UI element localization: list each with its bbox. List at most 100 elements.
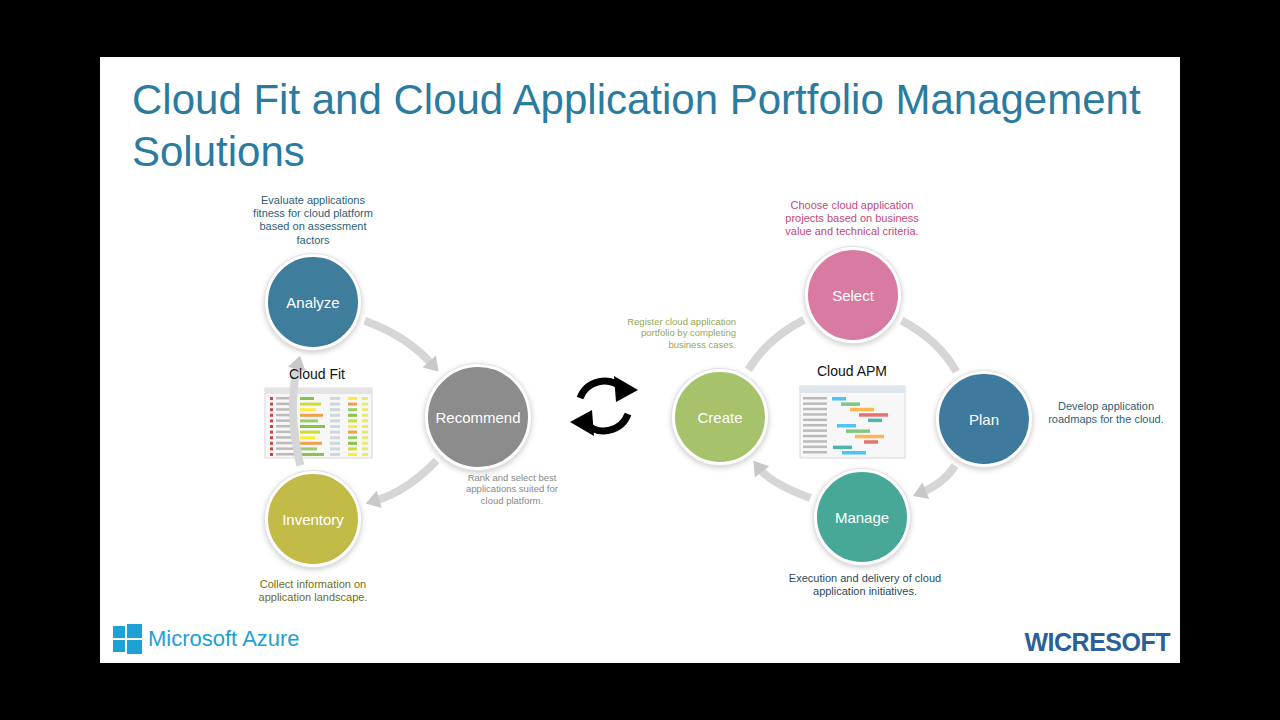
task-name bbox=[803, 429, 827, 432]
node-label: Create bbox=[697, 409, 742, 426]
node-label: Manage bbox=[835, 509, 889, 526]
row-cell bbox=[348, 453, 357, 456]
row-cell bbox=[362, 442, 368, 445]
logo-text: Microsoft Azure bbox=[148, 626, 348, 652]
logo-square bbox=[113, 626, 125, 638]
row-cell bbox=[348, 425, 357, 428]
process-circle: Create bbox=[672, 369, 768, 465]
row-bar bbox=[300, 397, 314, 400]
gantt-bar bbox=[837, 424, 856, 428]
logo-square bbox=[127, 624, 142, 638]
row-cell bbox=[362, 419, 368, 422]
row-bar bbox=[300, 436, 315, 439]
gantt-bar bbox=[855, 435, 884, 439]
row-icon bbox=[270, 442, 273, 445]
connector-line bbox=[365, 321, 432, 365]
task-name bbox=[803, 435, 827, 438]
row-cell bbox=[362, 403, 368, 406]
row-icon bbox=[270, 419, 273, 422]
description-text: Collect information on application lands… bbox=[243, 578, 383, 604]
row-cell bbox=[348, 442, 357, 445]
row-cell bbox=[362, 436, 368, 439]
connector-line bbox=[748, 320, 804, 370]
gantt-bar bbox=[842, 451, 866, 455]
task-name bbox=[803, 413, 827, 416]
row-cell bbox=[330, 397, 340, 400]
row-bar bbox=[300, 453, 324, 456]
row-cell bbox=[362, 431, 368, 434]
node-label: Analyze bbox=[286, 294, 339, 311]
row-icon bbox=[270, 425, 273, 428]
row-cell bbox=[330, 419, 340, 422]
sync-icon bbox=[570, 376, 638, 436]
gantt-bar bbox=[833, 446, 852, 450]
row-cell bbox=[330, 408, 340, 411]
gantt-bar bbox=[841, 402, 860, 406]
process-circle: Analyze bbox=[265, 254, 361, 350]
connector-line bbox=[902, 321, 957, 372]
row-text bbox=[276, 453, 296, 456]
description-text: Rank and select best applications suited… bbox=[458, 472, 566, 506]
logo-square bbox=[113, 640, 125, 652]
table-thumbnail bbox=[265, 388, 372, 458]
task-name bbox=[803, 424, 827, 427]
description-text: Evaluate applications fitness for cloud … bbox=[246, 194, 380, 247]
gantt-bar bbox=[832, 397, 846, 401]
group-heading: Cloud APM bbox=[792, 363, 912, 380]
task-name bbox=[803, 419, 827, 422]
windows-logo bbox=[113, 624, 142, 654]
row-bar bbox=[300, 442, 322, 445]
node-label: Select bbox=[832, 287, 874, 304]
connector-line bbox=[922, 466, 955, 493]
gantt-bar bbox=[850, 408, 874, 412]
sync-head bbox=[614, 376, 638, 402]
task-name bbox=[803, 397, 827, 400]
process-circle: Manage bbox=[814, 469, 910, 565]
row-icon bbox=[270, 403, 273, 406]
connector-line bbox=[375, 460, 436, 500]
row-cell bbox=[348, 436, 357, 439]
row-icon bbox=[270, 397, 273, 400]
row-icon bbox=[270, 431, 273, 434]
row-cell bbox=[348, 447, 357, 450]
row-cell bbox=[330, 431, 340, 434]
row-bar bbox=[300, 431, 320, 434]
row-bar bbox=[300, 425, 325, 428]
row-cell bbox=[330, 442, 340, 445]
thumbnail-header bbox=[265, 388, 372, 394]
arrow-head bbox=[366, 491, 382, 508]
row-icon bbox=[270, 408, 273, 411]
logo-text: WICRESOFT bbox=[1012, 627, 1170, 657]
gantt-thumbnail bbox=[800, 386, 905, 458]
cycle-arrow bbox=[366, 460, 437, 508]
node-label: Plan bbox=[969, 411, 999, 428]
row-cell bbox=[330, 436, 340, 439]
arrow-head bbox=[913, 482, 929, 499]
row-cell bbox=[330, 453, 340, 456]
cycle-arrow bbox=[748, 320, 804, 370]
row-bar bbox=[300, 403, 321, 406]
thumbnail-frame bbox=[800, 386, 905, 458]
description-text: Execution and delivery of cloud applicat… bbox=[782, 572, 948, 598]
cycle-arrow bbox=[902, 321, 957, 372]
node-label: Recommend bbox=[435, 409, 520, 426]
gantt-bar bbox=[859, 413, 888, 417]
cycle-arrow bbox=[913, 466, 955, 499]
process-circle: Select bbox=[805, 247, 901, 343]
process-circle: Inventory bbox=[265, 471, 361, 567]
row-icon bbox=[270, 436, 273, 439]
row-bar bbox=[300, 447, 317, 450]
cycle-arrow bbox=[365, 321, 439, 372]
gantt-bar bbox=[846, 429, 870, 433]
row-cell bbox=[348, 419, 357, 422]
process-circle: Plan bbox=[936, 371, 1032, 467]
arrow-head bbox=[422, 355, 438, 371]
row-icon bbox=[270, 447, 273, 450]
row-cell bbox=[330, 414, 340, 417]
row-cell bbox=[348, 408, 357, 411]
gantt-bar bbox=[868, 419, 882, 423]
connector-line bbox=[760, 469, 811, 498]
row-cell bbox=[348, 397, 357, 400]
task-name bbox=[803, 408, 827, 411]
